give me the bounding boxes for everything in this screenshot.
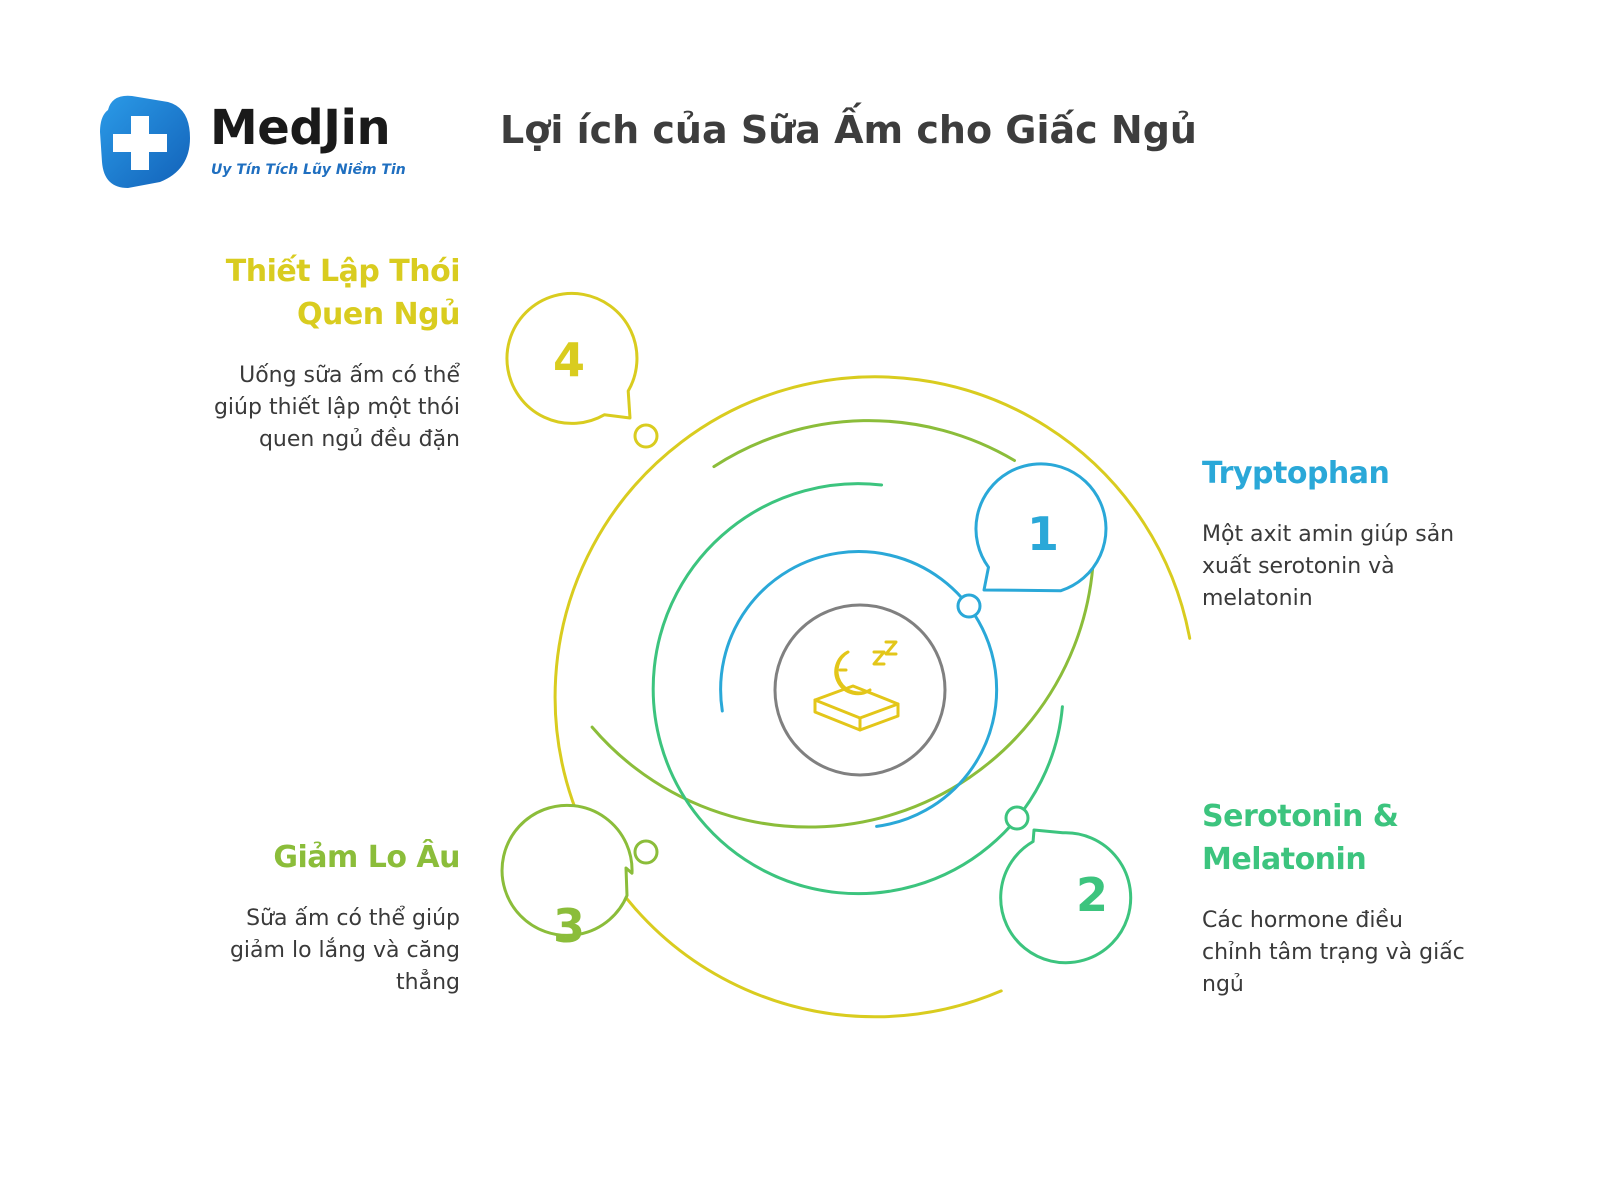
item-block-1: Tryptophan Một axit amin giúp sản xuất s…	[1202, 452, 1467, 615]
ring-second-top	[712, 419, 1016, 469]
page-title: Lợi ích của Sữa Ấm cho Giấc Ngủ	[500, 108, 1197, 152]
item-description-1: Một axit amin giúp sản xuất serotonin và…	[1202, 522, 1455, 611]
connector-dot-4	[633, 423, 659, 449]
brand-tagline: Uy Tín Tích Lũy Niềm Tin	[211, 162, 406, 178]
medical-cross-icon	[100, 95, 190, 188]
ring-outer	[553, 375, 1192, 1019]
ring-third	[651, 482, 1064, 896]
brand-logo: MedJin Uy Tín Tích Lũy Niềm Tin	[98, 92, 408, 192]
badge-bubble-2	[999, 828, 1133, 965]
badge-bubble-4	[505, 291, 639, 425]
item-block-3: Giảm Lo Âu Sữa ấm có thể giúp giảm lo lắ…	[195, 836, 461, 999]
ring-inner	[719, 550, 999, 828]
badge-number-1: 1	[1027, 507, 1059, 561]
item-title-4: Thiết Lập Thói Quen Ngủ	[225, 254, 461, 332]
item-block-4: Thiết Lập Thói Quen Ngủ Uống sữa ấm có t…	[195, 250, 461, 456]
item-title-3: Giảm Lo Âu	[273, 840, 460, 875]
item-description-2: Các hormone điều chỉnh tâm trạng và giấc…	[1202, 908, 1465, 997]
brand-name: MedJin	[210, 100, 391, 156]
ring-second-bottom	[590, 565, 1095, 829]
item-block-2: Serotonin & Melatonin Các hormone điều c…	[1202, 795, 1467, 1001]
item-description-3: Sữa ấm có thể giúp giảm lo lắng và căng …	[229, 906, 460, 995]
item-title-1: Tryptophan	[1202, 456, 1390, 491]
badge-number-2: 2	[1076, 868, 1108, 922]
connector-dot-2	[1004, 805, 1030, 831]
item-description-4: Uống sữa ấm có thể giúp thiết lập một th…	[213, 363, 460, 452]
center-circle	[773, 603, 947, 777]
sleep-moon-pillow-icon	[813, 640, 900, 732]
badge-number-4: 4	[553, 333, 585, 387]
connector-dot-1	[956, 593, 982, 619]
badge-bubble-1	[974, 462, 1108, 593]
connector-dot-3	[633, 839, 659, 865]
item-title-2: Serotonin & Melatonin	[1202, 799, 1399, 877]
badge-bubble-3	[500, 803, 634, 937]
badge-number-3: 3	[553, 899, 585, 953]
